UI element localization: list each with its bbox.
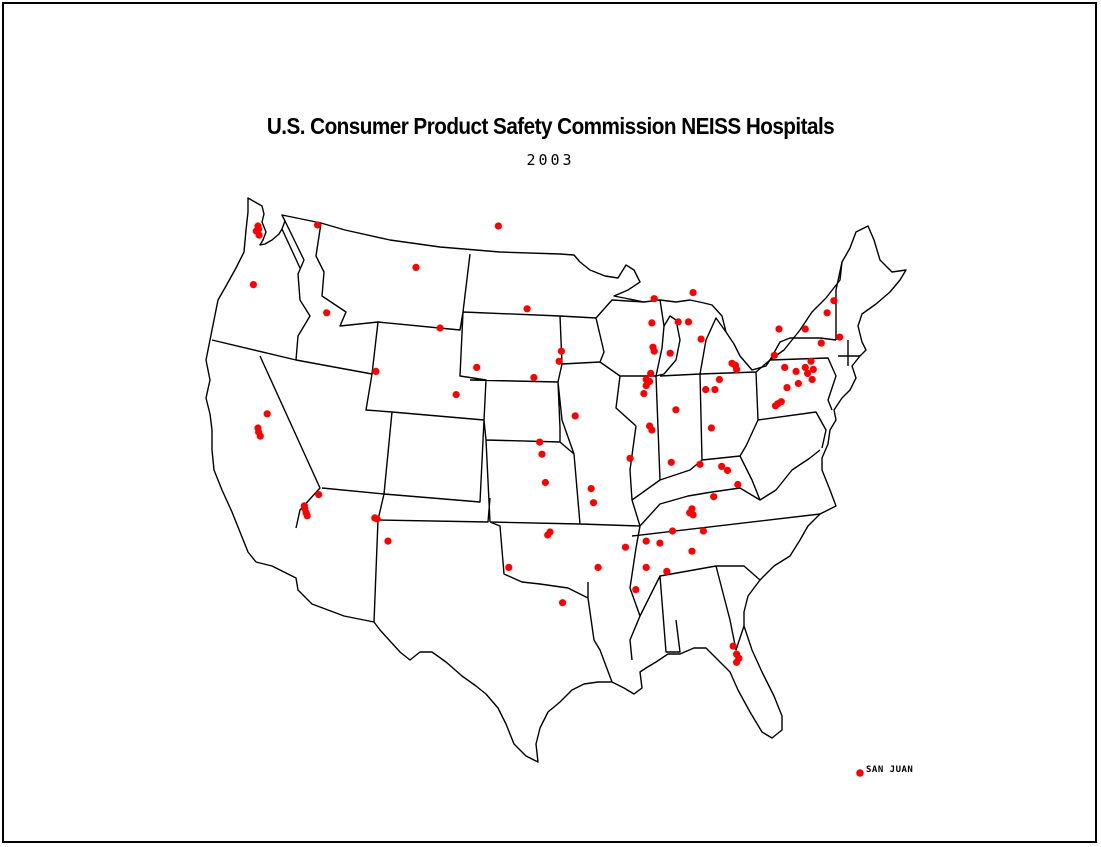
- hospital-marker: [777, 398, 785, 406]
- hospital-marker: [571, 412, 579, 420]
- hospital-marker-san-juan: [856, 769, 864, 777]
- hospital-marker: [689, 511, 697, 519]
- hospital-marker: [770, 351, 779, 359]
- hospital-marker: [452, 391, 460, 399]
- hospital-marker: [723, 466, 732, 474]
- hospital-marker: [666, 349, 674, 357]
- hospital-marker: [718, 462, 726, 470]
- hospital-marker: [436, 324, 444, 332]
- hospital-marker: [808, 375, 816, 384]
- hospital-marker: [252, 227, 260, 235]
- hospital-marker: [801, 325, 809, 333]
- hospital-marker: [836, 333, 844, 341]
- hospital-marker: [315, 491, 323, 499]
- hospital-marker: [672, 406, 680, 414]
- hospital-marker: [650, 347, 658, 355]
- lake-michigan-outline: [655, 315, 681, 377]
- hospital-marker: [650, 295, 658, 303]
- hospital-marker: [559, 599, 567, 607]
- hospital-marker: [807, 357, 815, 365]
- hospital-marker: [688, 547, 696, 555]
- hospital-marker: [688, 505, 696, 513]
- hospital-marker: [546, 528, 554, 536]
- hospital-marker: [715, 375, 724, 384]
- hospital-marker: [710, 493, 718, 501]
- hospital-marker: [473, 363, 481, 371]
- hospital-marker: [823, 309, 831, 317]
- hospital-marker: [809, 365, 817, 373]
- hospital-marker: [323, 309, 331, 317]
- hospital-marker: [684, 318, 693, 326]
- hospital-marker: [621, 543, 630, 551]
- hospital-marker: [668, 527, 677, 535]
- hospital-marker: [697, 335, 705, 343]
- hospital-marker: [313, 221, 322, 229]
- hospital-marker: [702, 386, 710, 394]
- hospital-marker: [711, 386, 719, 394]
- hospital-marker: [523, 305, 531, 313]
- state-boundaries: [211, 220, 860, 683]
- hospital-marker: [663, 567, 671, 576]
- hospital-marker: [373, 515, 381, 523]
- hospital-marker: [256, 432, 264, 440]
- map-title: U.S. Consumer Product Safety Commission …: [266, 113, 835, 139]
- hospital-marker: [384, 537, 392, 545]
- hospital-marker: [648, 426, 656, 434]
- hospital-marker: [530, 373, 538, 382]
- hospital-marker: [632, 586, 640, 594]
- hospital-marker: [804, 369, 812, 377]
- hospital-marker: [783, 384, 791, 392]
- hospital-marker: [648, 319, 656, 327]
- hospital-marker: [733, 658, 741, 666]
- hospital-marker: [642, 563, 650, 572]
- hospital-marker: [699, 527, 708, 535]
- hospital-marker: [689, 289, 697, 297]
- hospital-marker: [830, 297, 838, 305]
- hospital-marker: [729, 642, 737, 650]
- hospital-marker: [642, 537, 650, 545]
- hospital-marker: [733, 365, 741, 373]
- hospital-marker: [642, 382, 650, 390]
- hospital-marker: [794, 379, 803, 388]
- hospital-marker: [594, 563, 602, 572]
- hospital-marker: [263, 410, 271, 418]
- hospital-marker: [817, 339, 825, 347]
- hospital-marker: [589, 499, 598, 507]
- us-outline: [205, 197, 907, 763]
- hospital-marker: [300, 502, 308, 510]
- hospital-marker: [674, 318, 682, 326]
- hospital-marker: [626, 454, 634, 462]
- hospital-marker: [412, 263, 420, 271]
- hospital-marker: [587, 485, 595, 493]
- hospital-marker: [557, 347, 566, 355]
- hospital-marker: [792, 367, 800, 375]
- hospital-marker: [505, 563, 513, 572]
- hospital-marker: [249, 281, 257, 289]
- hospital-marker: [541, 478, 550, 487]
- hospital-marker: [640, 390, 648, 398]
- hospital-marker: [538, 450, 546, 458]
- hospital-marker: [494, 222, 502, 230]
- hospital-marker: [734, 480, 742, 489]
- map-subtitle: 2003: [526, 151, 575, 169]
- hospital-marker: [303, 512, 311, 520]
- hospital-marker: [707, 424, 716, 432]
- hospital-marker: [801, 363, 809, 371]
- puerto-rico-label: SAN JUAN: [866, 765, 914, 775]
- hospital-marker: [372, 367, 380, 375]
- hospital-marker: [536, 438, 544, 446]
- hospital-marker: [667, 458, 675, 466]
- hospital-marker: [647, 369, 655, 377]
- hospital-marker: [775, 325, 783, 333]
- hospital-marker: [656, 539, 664, 547]
- hospital-marker: [555, 357, 563, 365]
- hospital-marker: [781, 363, 789, 371]
- hospital-marker: [696, 460, 704, 468]
